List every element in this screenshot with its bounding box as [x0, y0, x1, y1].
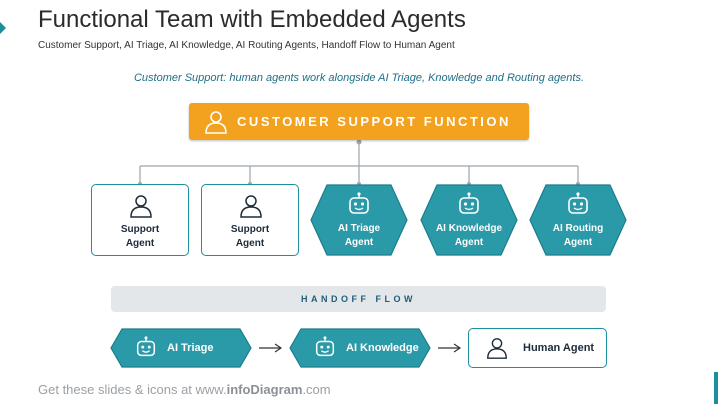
arrow-right-icon	[259, 343, 283, 353]
arrow-right-icon	[438, 343, 462, 353]
page-title: Functional Team with Embedded Agents	[38, 6, 466, 33]
flow-step-label: Human Agent	[523, 342, 595, 354]
flow-step-label: AI Triage	[167, 342, 214, 354]
flow-step-label: AI Knowledge	[346, 342, 419, 354]
slide-edge-marker	[0, 22, 6, 34]
footer-brand: infoDiagram	[226, 382, 303, 397]
slide-edge-marker-right	[714, 372, 718, 404]
customer-support-function-box: CUSTOMER SUPPORT FUNCTION	[189, 103, 529, 140]
footer-credit: Get these slides & icons at www.infoDiag…	[38, 382, 331, 397]
hexagon-shape	[529, 184, 627, 256]
person-icon	[487, 338, 507, 359]
robot-icon	[459, 192, 479, 214]
flow-step-ai-knowledge: AI Knowledge	[289, 328, 431, 368]
robot-icon	[568, 192, 588, 214]
robot-icon	[349, 192, 369, 214]
robot-icon	[315, 336, 335, 357]
page-subtitle: Customer Support, AI Triage, AI Knowledg…	[38, 40, 455, 51]
function-label: CUSTOMER SUPPORT FUNCTION	[237, 114, 511, 129]
flow-step-human-agent: Human Agent	[468, 328, 607, 368]
robot-icon	[136, 336, 156, 357]
handoff-flow-title: HANDOFF FLOW	[111, 286, 606, 312]
hexagon-shape	[420, 184, 518, 256]
flow-step-ai-triage: AI Triage	[110, 328, 252, 368]
intro-note: Customer Support: human agents work alon…	[133, 72, 585, 84]
person-icon	[240, 195, 262, 218]
person-icon	[130, 195, 152, 218]
hexagon-shape	[310, 184, 408, 256]
person-icon	[205, 110, 227, 134]
